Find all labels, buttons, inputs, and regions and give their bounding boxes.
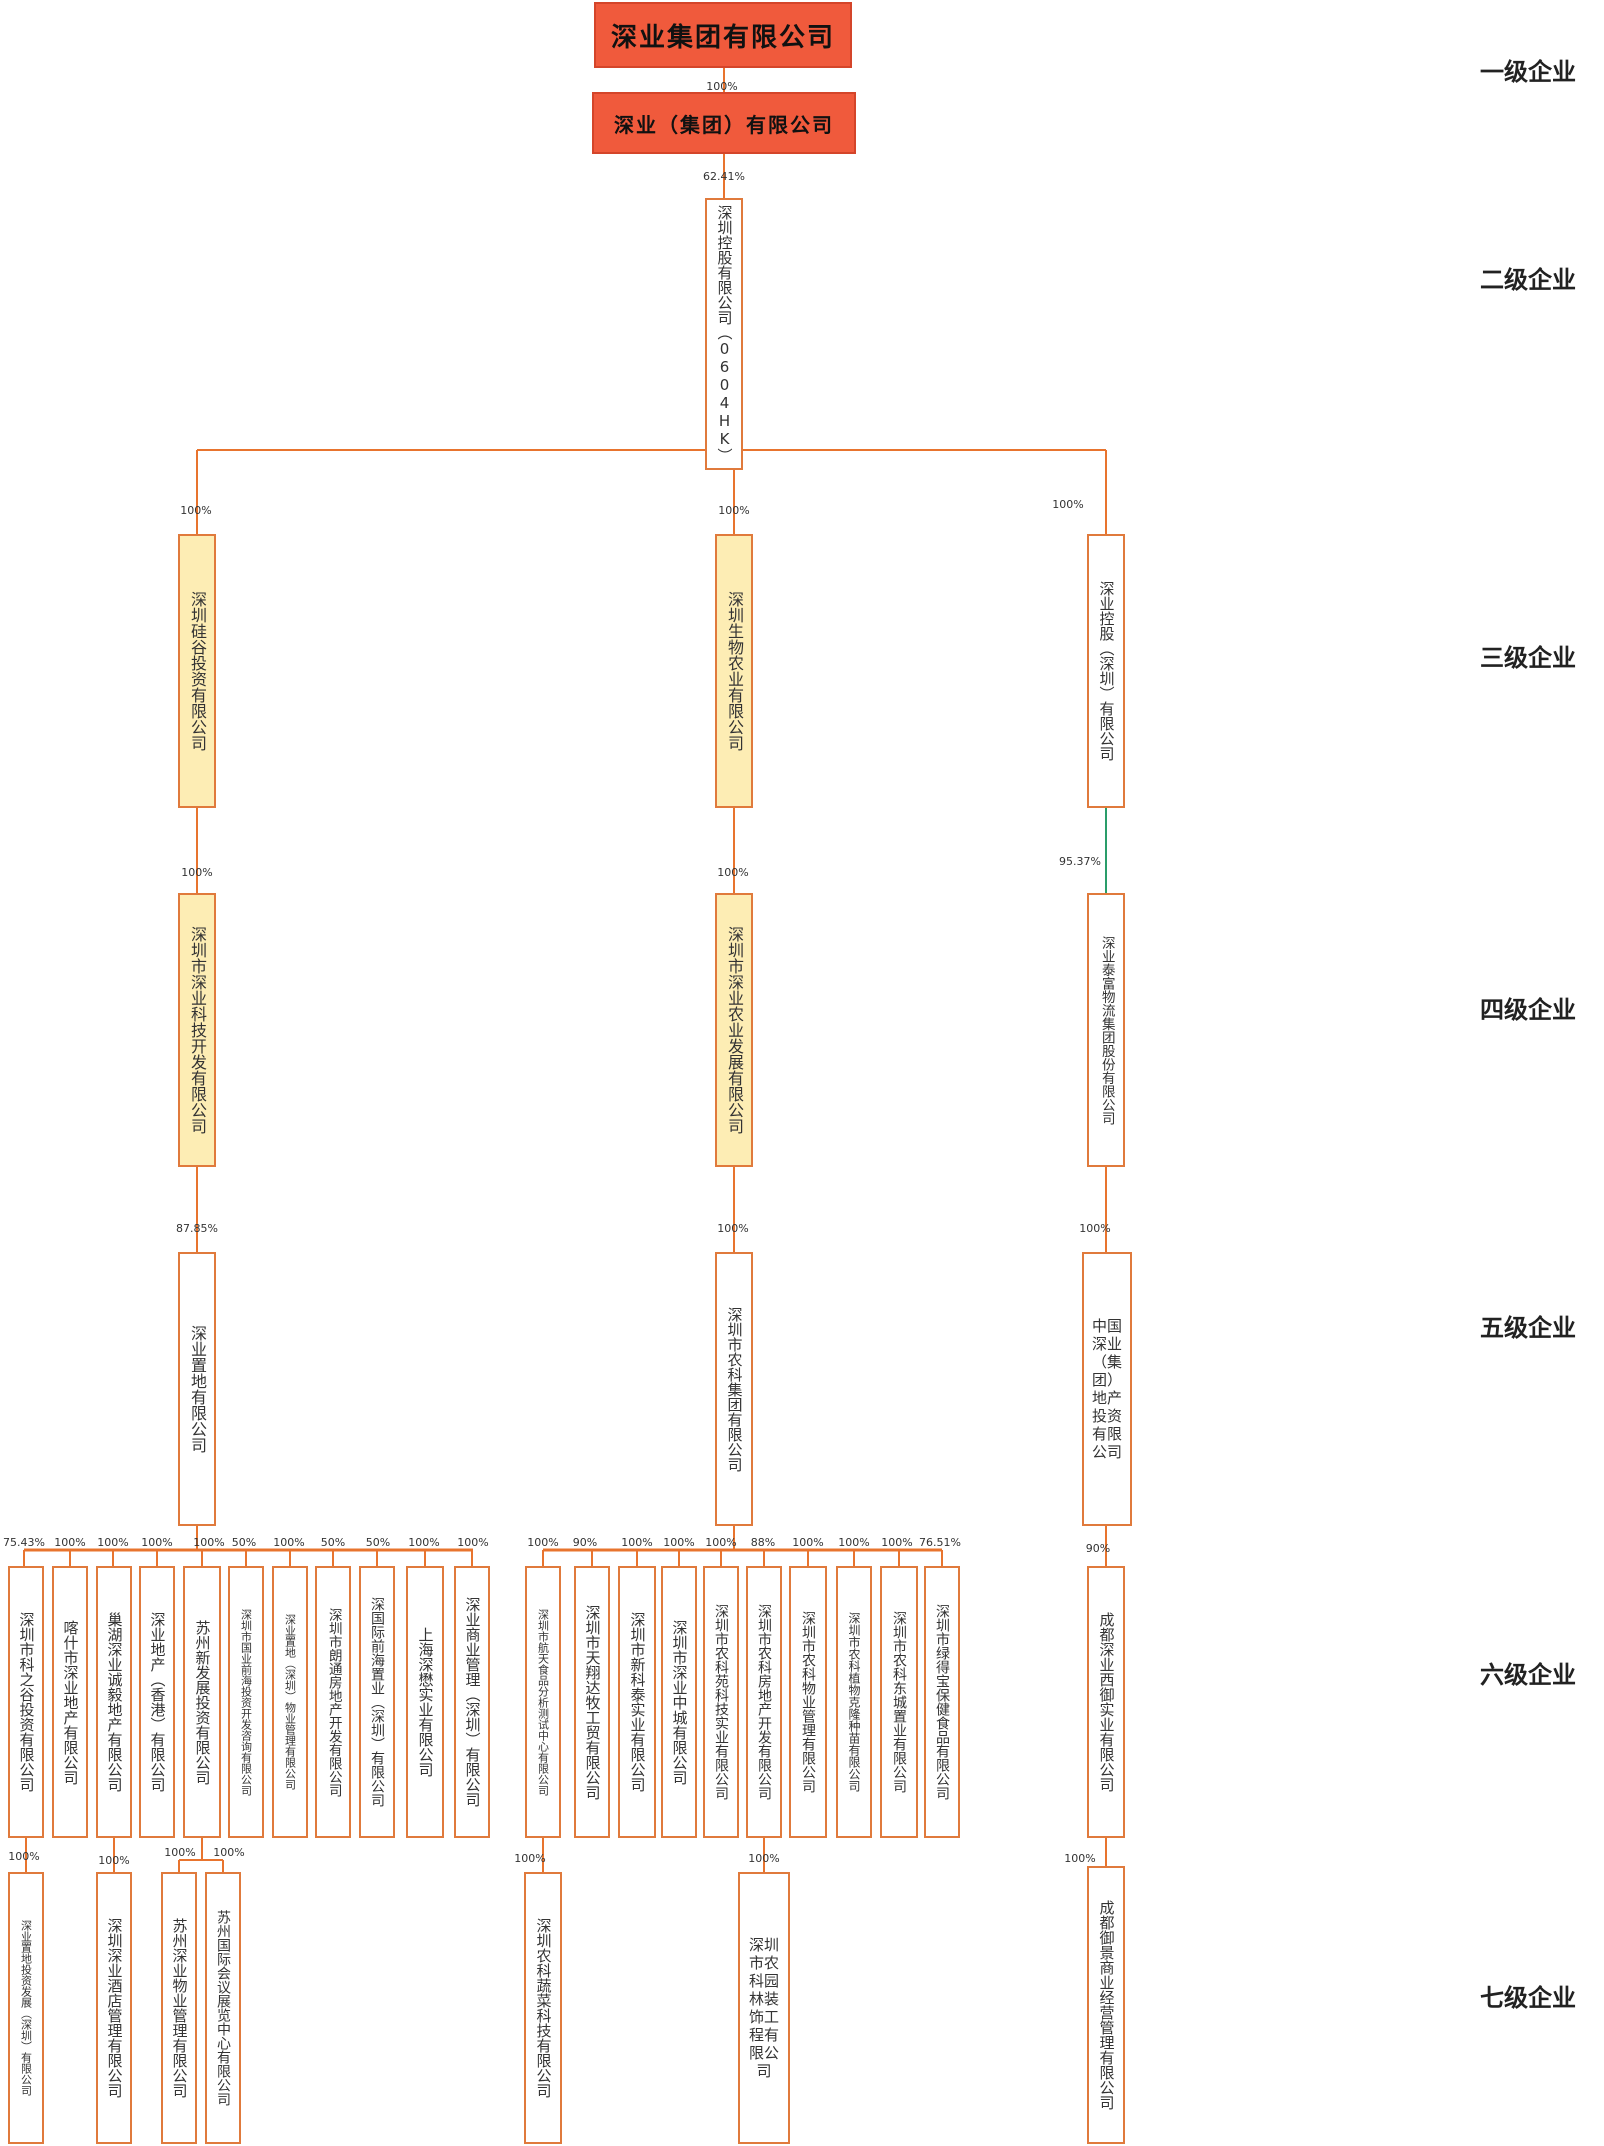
node-shenye-commercial-mgmt: 深业商业管理（深圳）有限公司 (454, 1566, 490, 1838)
pct-label: 100% (621, 1536, 653, 1549)
pct-label: 50% (231, 1536, 257, 1549)
node-sz-intl-qianhai: 深国际前海置业（深圳）有限公司 (359, 1566, 395, 1838)
node-chengdu-xiyu: 成都深业西御实业有限公司 (1087, 1566, 1125, 1838)
node-agri-sci-group: 深圳市农科集团有限公司 (715, 1252, 753, 1526)
node-dongcheng-property: 深圳市农科东城置业有限公司 (880, 1566, 918, 1838)
pct-label: 100% (97, 1536, 129, 1549)
node-keyigu-investment: 深圳市科之谷投资有限公司 (8, 1566, 44, 1838)
node-tianxiangda: 深圳市天翔达牧工贸有限公司 (574, 1566, 610, 1838)
pct-label: 76.51% (919, 1536, 961, 1549)
pct-label: 100% (718, 504, 750, 517)
level-label-7: 七级企业 (1480, 1983, 1576, 2012)
node-chaohu-property: 巢湖深业诚毅地产有限公司 (96, 1566, 132, 1838)
pct-label: 100% (408, 1536, 440, 1549)
pct-label: 100% (8, 1850, 40, 1863)
node-nongkeyuan-tech: 深圳市农科苑科技实业有限公司 (703, 1566, 739, 1838)
pct-label: 100% (663, 1536, 695, 1549)
node-shenye-hotel-mgmt: 深圳深业酒店管理有限公司 (96, 1872, 132, 2144)
node-silicon-valley-investment: 深圳硅谷投资有限公司 (178, 534, 216, 808)
pct-label: 50% (365, 1536, 391, 1549)
pct-label: 90% (572, 1536, 598, 1549)
node-chengdu-yujing: 成都御景商业经营管理有限公司 (1087, 1866, 1125, 2144)
pct-label: 100% (273, 1536, 305, 1549)
pct-label: 50% (320, 1536, 346, 1549)
pct-label: 100% (213, 1846, 245, 1859)
pct-label: 100% (527, 1536, 559, 1549)
node-shenye-tech-dev: 深圳市深业科技开发有限公司 (178, 893, 216, 1167)
pct-label: 100% (838, 1536, 870, 1549)
pct-label: 100% (706, 80, 738, 93)
pct-label: 100% (193, 1536, 225, 1549)
node-suzhou-intl-expo: 苏州国际会议展览中心有限公司 (205, 1872, 241, 2144)
level-label-1: 一级企业 (1480, 57, 1576, 86)
level-label-6: 六级企业 (1480, 1660, 1576, 1689)
node-shenye-property-hk: 深业地产（香港）有限公司 (139, 1566, 175, 1838)
pct-label: 100% (792, 1536, 824, 1549)
pct-label: 100% (181, 866, 213, 879)
pct-label: 100% (1079, 1222, 1111, 1235)
pct-label: 62.41% (703, 170, 745, 183)
pct-label: 100% (54, 1536, 86, 1549)
pct-label: 100% (1064, 1852, 1096, 1865)
pct-label: 75.43% (3, 1536, 45, 1549)
node-kashgar-property: 喀什市深业地产有限公司 (52, 1566, 88, 1838)
node-bio-agriculture: 深圳生物农业有限公司 (715, 534, 753, 808)
node-shanghai-shenmao: 上海深懋实业有限公司 (406, 1566, 444, 1838)
pct-label: 100% (881, 1536, 913, 1549)
node-xinketai: 深圳市新科泰实业有限公司 (618, 1566, 656, 1838)
node-agri-sci-real-estate: 深圳市农科房地产开发有限公司 (746, 1566, 782, 1838)
pct-label: 100% (717, 866, 749, 879)
level-label-5: 五级企业 (1480, 1313, 1576, 1342)
node-shenzhen-holdings: 深圳控股有限公司（0604HK） (705, 198, 743, 470)
pct-label: 100% (748, 1852, 780, 1865)
node-shenye-land-property-mgmt: 深业置地（深圳）物业管理有限公司 (272, 1566, 308, 1838)
pct-label: 100% (457, 1536, 489, 1549)
pct-label: 87.85% (176, 1222, 218, 1235)
level-label-3: 三级企业 (1480, 643, 1576, 672)
pct-label: 100% (717, 1222, 749, 1235)
node-langtong-real-estate: 深圳市朗通房地产开发有限公司 (315, 1566, 351, 1838)
node-shenye-holdings-group: 深业（集团）有限公司 (592, 92, 856, 154)
pct-label: 100% (514, 1852, 546, 1865)
node-agri-vegetable-tech: 深圳农科蔬菜科技有限公司 (524, 1872, 562, 2144)
node-shenye-agri-dev: 深圳市深业农业发展有限公司 (715, 893, 753, 1167)
pct-label: 100% (1052, 498, 1084, 511)
pct-label: 100% (180, 504, 212, 517)
level-label-2: 二级企业 (1480, 265, 1576, 294)
pct-label: 90% (1085, 1542, 1111, 1555)
level-label-4: 四级企业 (1480, 995, 1576, 1024)
node-china-shenye-property: 中国深业（集团）地产投资有限公司 (1082, 1252, 1132, 1526)
node-agri-sci-property-mgmt: 深圳市农科物业管理有限公司 (789, 1566, 827, 1838)
pct-label: 100% (164, 1846, 196, 1859)
node-suzhou-new-dev: 苏州新发展投资有限公司 (183, 1566, 221, 1838)
node-shenye-group-ltd: 深业集团有限公司 (594, 2, 852, 68)
node-suzhou-property-mgmt: 苏州深业物业管理有限公司 (161, 1872, 197, 2144)
node-land-investment-dev: 深业置地投资发展（深圳）有限公司 (8, 1872, 44, 2144)
node-agri-landscape-eng: 深圳市农科园林装饰工程有限公司 (738, 1872, 790, 2144)
node-aerospace-food-testing: 深圳市航天食品分析测试中心有限公司 (525, 1566, 561, 1838)
pct-label: 95.37% (1059, 855, 1101, 868)
pct-label: 88% (750, 1536, 776, 1549)
pct-label: 100% (98, 1854, 130, 1867)
node-shenye-land: 深业置地有限公司 (178, 1252, 216, 1526)
pct-label: 100% (141, 1536, 173, 1549)
node-shenye-holdings-shenzhen: 深业控股（深圳）有限公司 (1087, 534, 1125, 808)
node-lvdebao-health-food: 深圳市绿得宝保健食品有限公司 (924, 1566, 960, 1838)
node-shenye-zhongcheng: 深圳市深业中城有限公司 (661, 1566, 697, 1838)
node-plant-clone-seedling: 深圳市农科植物克隆种苗有限公司 (836, 1566, 872, 1838)
node-guoye-qianhai: 深圳市国业前海投资开发咨询有限公司 (228, 1566, 264, 1838)
pct-label: 100% (705, 1536, 737, 1549)
node-taifu-logistics: 深业泰富物流集团股份有限公司 (1087, 893, 1125, 1167)
